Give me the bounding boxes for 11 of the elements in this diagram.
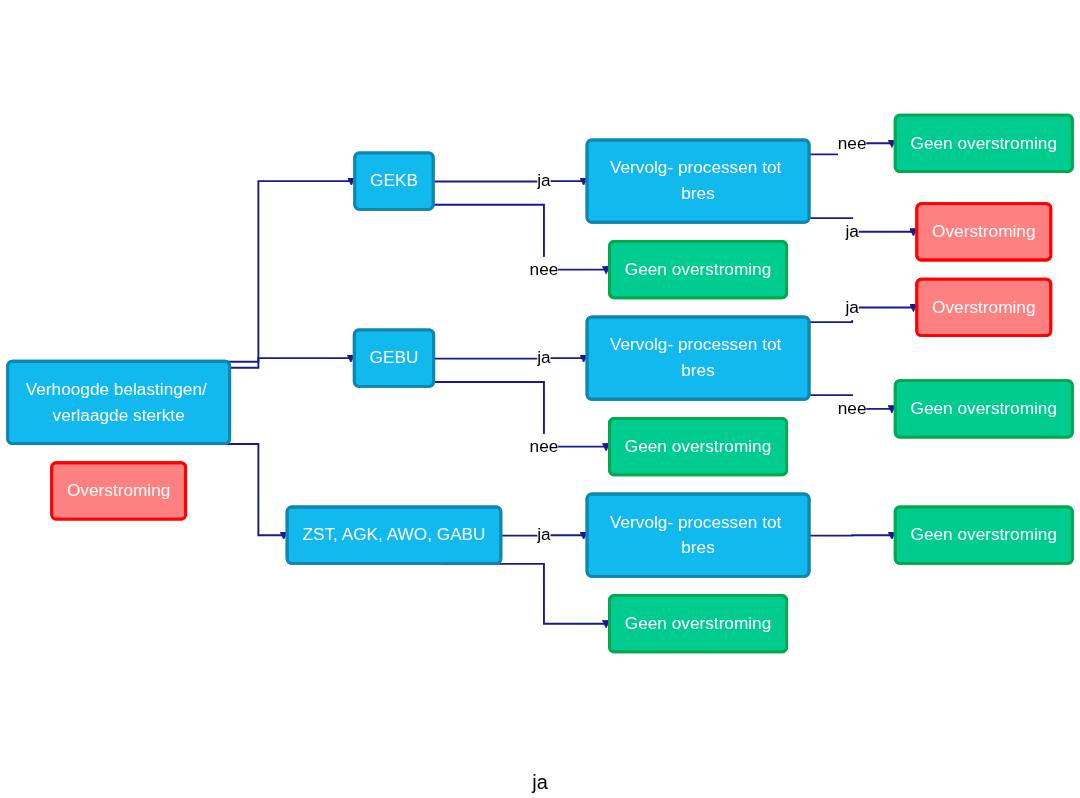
edge-label: nee xyxy=(837,133,867,153)
edge-label: ja xyxy=(537,525,551,545)
edge-label: nee xyxy=(529,436,559,456)
edge-label: nee xyxy=(837,398,867,418)
note-text: ja xyxy=(532,771,548,794)
arrow xyxy=(433,354,588,363)
edge-label: ja xyxy=(845,221,859,241)
edge-label: nee xyxy=(529,259,559,279)
edge-label: ja xyxy=(537,171,551,191)
edge-label: ja xyxy=(537,348,551,368)
edge-label: ja xyxy=(845,297,859,317)
